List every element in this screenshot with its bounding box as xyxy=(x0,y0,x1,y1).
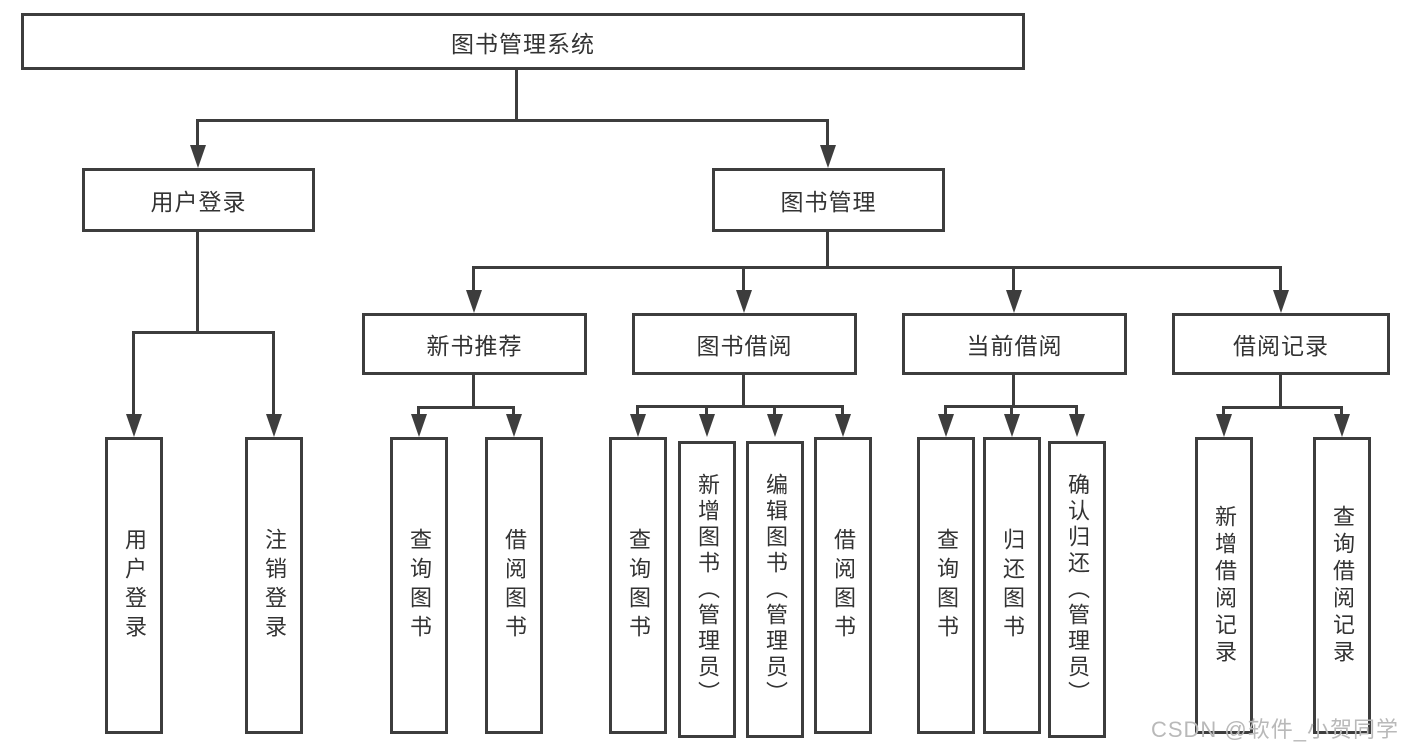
connector-borrow-stem xyxy=(742,375,745,408)
connector-stem-leaf xyxy=(1222,406,1225,416)
arrow-down-icon xyxy=(938,414,954,437)
leaf-add-borrow-record: 新增借阅记录 xyxy=(1195,437,1253,734)
arrow-down-icon xyxy=(835,414,851,437)
arrow-down-icon xyxy=(767,414,783,437)
connector-records-stem xyxy=(1279,375,1282,409)
connector-stem-level3 xyxy=(1279,266,1282,292)
leaf-label: 编辑图书（管理员） xyxy=(763,472,788,707)
leaf-user-login: 用户登录 xyxy=(105,437,163,734)
leaf-label: 查询图书 xyxy=(626,527,651,644)
connector-stem-leaf xyxy=(1075,405,1078,416)
node-user-login: 用户登录 xyxy=(82,168,315,232)
leaf-label: 借阅图书 xyxy=(502,527,527,644)
arrow-down-icon xyxy=(126,414,142,437)
arrow-down-icon xyxy=(1216,414,1232,437)
leaf-return-books: 归还图书 xyxy=(983,437,1041,734)
arrow-down-icon xyxy=(506,414,522,437)
arrow-down-icon xyxy=(820,145,836,168)
arrow-down-icon xyxy=(736,290,752,313)
arrow-down-icon xyxy=(266,414,282,437)
connector-stem-leaf xyxy=(705,405,708,416)
leaf-borrow-books: 借阅图书 xyxy=(814,437,872,734)
connector-stem-leaf xyxy=(512,406,515,416)
arrow-down-icon xyxy=(1334,414,1350,437)
connector-borrow-horizontal xyxy=(636,405,844,408)
connector-stem-leaf xyxy=(636,405,639,416)
arrow-down-icon xyxy=(630,414,646,437)
leaf-borrow-books-newbook: 借阅图书 xyxy=(485,437,543,734)
connector-stem-leaf xyxy=(944,405,947,416)
node-borrowing-records: 借阅记录 xyxy=(1172,313,1390,375)
connector-stem-level3 xyxy=(472,266,475,292)
csdn-watermark: CSDN @软件_小贺同学 xyxy=(1150,717,1399,742)
connector-stem-leaf xyxy=(272,331,275,415)
connector-current-stem xyxy=(1012,375,1015,408)
connector-stem-leaf xyxy=(417,406,420,416)
leaf-label: 新增图书（管理员） xyxy=(695,472,720,707)
connector-management-stem xyxy=(826,232,829,269)
connector-root-stem xyxy=(515,70,518,120)
leaf-label: 查询借阅记录 xyxy=(1330,504,1355,667)
connector-stem-book-management xyxy=(826,119,829,148)
arrow-down-icon xyxy=(1273,290,1289,313)
arrow-down-icon xyxy=(699,414,715,437)
leaf-label: 查询图书 xyxy=(934,527,959,644)
leaf-query-borrow-record: 查询借阅记录 xyxy=(1313,437,1371,734)
leaf-label: 注销登录 xyxy=(262,527,287,644)
leaf-logout: 注销登录 xyxy=(245,437,303,734)
leaf-confirm-return-admin: 确认归还（管理员） xyxy=(1048,441,1106,738)
arrow-down-icon xyxy=(1004,414,1020,437)
connector-login-stem xyxy=(196,232,199,334)
connector-stem-leaf xyxy=(1010,405,1013,416)
leaf-label: 用户登录 xyxy=(122,527,147,644)
arrow-down-icon xyxy=(411,414,427,437)
connector-stem-leaf xyxy=(132,331,135,415)
node-new-book-recommendation: 新书推荐 xyxy=(362,313,587,375)
leaf-query-books-current: 查询图书 xyxy=(917,437,975,734)
connector-management-horizontal xyxy=(472,266,1282,269)
leaf-label: 查询图书 xyxy=(407,527,432,644)
connector-stem-level3 xyxy=(1012,266,1015,292)
connector-records-horizontal xyxy=(1222,406,1343,409)
arrow-down-icon xyxy=(1069,414,1085,437)
node-library-management-system: 图书管理系统 xyxy=(21,13,1025,70)
node-book-borrowing: 图书借阅 xyxy=(632,313,857,375)
leaf-query-books-newbook: 查询图书 xyxy=(390,437,448,734)
connector-newbook-stem xyxy=(472,375,475,409)
leaf-label: 确认归还（管理员） xyxy=(1065,472,1090,707)
connector-stem-user-login xyxy=(196,119,199,148)
leaf-label: 归还图书 xyxy=(1000,527,1025,644)
leaf-label: 借阅图书 xyxy=(831,527,856,644)
connector-stem-leaf xyxy=(773,405,776,416)
leaf-label: 新增借阅记录 xyxy=(1212,504,1237,667)
connector-login-horizontal xyxy=(132,331,275,334)
leaf-query-books-borrow: 查询图书 xyxy=(609,437,667,734)
arrow-down-icon xyxy=(190,145,206,168)
arrow-down-icon xyxy=(466,290,482,313)
leaf-add-books-admin: 新增图书（管理员） xyxy=(678,441,736,738)
arrow-down-icon xyxy=(1006,290,1022,313)
connector-stem-level3 xyxy=(742,266,745,292)
connector-stem-leaf xyxy=(1340,406,1343,416)
leaf-edit-books-admin: 编辑图书（管理员） xyxy=(746,441,804,738)
connector-stem-leaf xyxy=(841,405,844,416)
node-book-management: 图书管理 xyxy=(712,168,945,232)
connector-root-horizontal xyxy=(196,119,829,122)
node-current-borrowing: 当前借阅 xyxy=(902,313,1127,375)
connector-newbook-horizontal xyxy=(417,406,515,409)
